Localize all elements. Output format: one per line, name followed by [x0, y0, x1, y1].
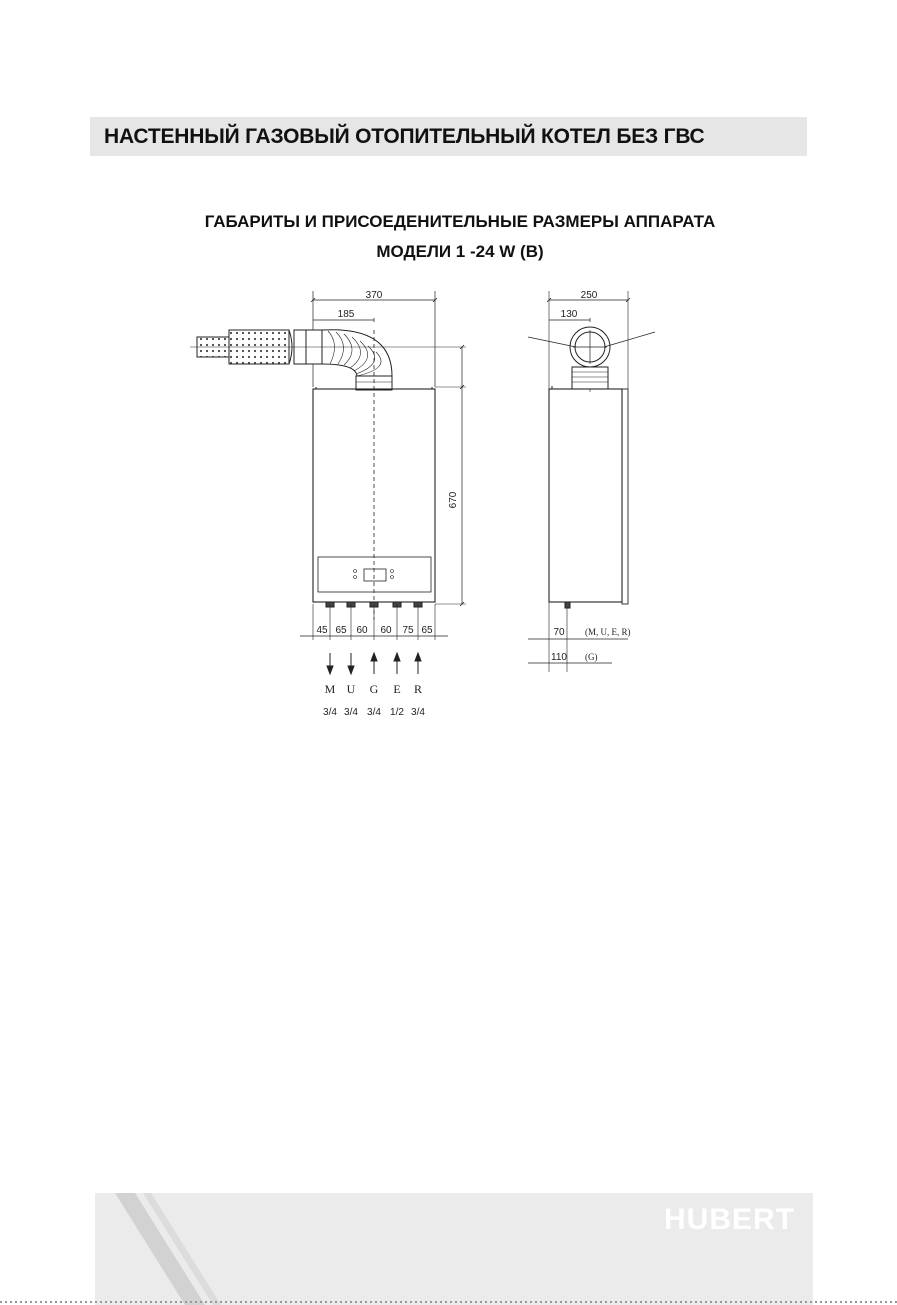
- connection-letter-g: G: [370, 682, 379, 696]
- dim-side-depth: 250: [581, 290, 598, 301]
- connection-size-g: 3/4: [367, 707, 381, 718]
- dim-spacing-1: 45: [316, 625, 328, 636]
- dim-side-connections-offset: 70: [553, 627, 565, 638]
- dim-spacing-2: 65: [335, 625, 347, 636]
- side-view: [528, 291, 655, 672]
- connection-size-e: 1/2: [390, 707, 404, 718]
- connection-size-r: 3/4: [411, 707, 425, 718]
- dim-side-gas-label: (G): [585, 652, 598, 662]
- page-footer: HUBERT: [95, 1193, 813, 1305]
- brand-logo: HUBERT: [664, 1203, 795, 1237]
- dim-spacing-6: 65: [421, 625, 433, 636]
- dim-front-flue-offset: 185: [338, 309, 355, 320]
- footer-stripe-decoration: [95, 1193, 235, 1305]
- connection-letter-m: M: [325, 682, 336, 696]
- connection-size-m: 3/4: [323, 707, 337, 718]
- dim-side-connections-label: (M, U, E, R): [585, 627, 631, 637]
- dim-side-gas-offset: 110: [551, 652, 567, 663]
- dim-front-height: 670: [448, 491, 459, 508]
- connection-letter-u: U: [347, 682, 356, 696]
- dim-spacing-3: 60: [356, 625, 368, 636]
- connection-letter-e: E: [393, 682, 400, 696]
- dim-spacing-5: 75: [402, 625, 414, 636]
- dim-front-width: 370: [366, 290, 383, 301]
- front-view: [190, 291, 466, 674]
- connection-letter-r: R: [414, 682, 422, 696]
- dim-spacing-4: 60: [380, 625, 392, 636]
- dim-side-flue-offset: 130: [561, 309, 578, 320]
- connection-size-u: 3/4: [344, 707, 358, 718]
- page-bottom-rule: [0, 1301, 897, 1303]
